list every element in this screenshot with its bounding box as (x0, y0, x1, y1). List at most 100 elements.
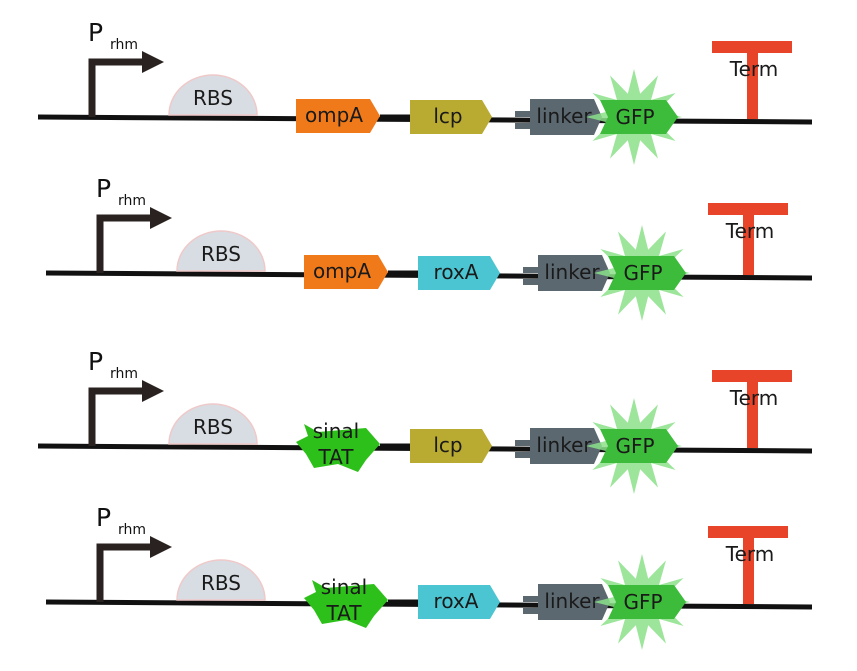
signal-label-line2: TAT (317, 445, 354, 469)
terminator: Term (708, 526, 788, 604)
linker-tab-icon (515, 111, 533, 117)
linker-part: linker (515, 428, 602, 464)
rbs-label: RBS (193, 415, 233, 439)
promoter-subscript: rhm (118, 193, 146, 209)
terminator: Term (708, 203, 788, 275)
linker-tab-icon (515, 440, 533, 446)
terminator-label: Term (729, 386, 778, 410)
terminator-label: Term (729, 57, 778, 81)
signal-peptide: ompA (296, 99, 380, 133)
linker-body-icon (538, 255, 610, 291)
gfp-part: GFP (586, 69, 682, 165)
promoter-subscript: rhm (110, 37, 138, 53)
promoter-arrowhead-icon (142, 380, 164, 402)
promoter-label: P (96, 174, 111, 203)
gfp-label: GFP (623, 261, 662, 285)
terminator-stem-icon (747, 373, 758, 448)
linker-tab-icon (515, 123, 533, 129)
gfp-part: GFP (594, 554, 690, 650)
rbs-dome-icon (168, 403, 258, 445)
rbs: RBS (168, 403, 258, 445)
rbs-label: RBS (193, 86, 233, 110)
promoter-arrow-icon (88, 387, 144, 446)
linker-part: linker (515, 99, 602, 135)
gfp-label: GFP (623, 590, 662, 614)
rbs-dome-icon (176, 230, 266, 272)
signal-peptide: ompA (304, 255, 388, 289)
terminator-stem-icon (743, 206, 754, 275)
signal-label-line1: sinal (321, 575, 367, 599)
promoter-arrow-icon (88, 58, 144, 117)
enzyme-part: lcp (410, 100, 492, 134)
roxA-part-icon (418, 585, 500, 619)
enzyme-part: roxA (418, 256, 500, 290)
rbs: RBS (176, 559, 266, 601)
promoter-arrowhead-icon (150, 207, 172, 229)
roxA-part-icon (418, 256, 500, 290)
linker-part: linker (523, 584, 610, 620)
gfp-part: GFP (586, 398, 682, 494)
promoter-arrowhead-icon (142, 51, 164, 73)
ompA-part-icon (304, 255, 388, 289)
terminator-stem-icon (743, 529, 754, 604)
enzyme-label: lcp (433, 433, 462, 457)
rbs: RBS (176, 230, 266, 272)
enzyme-part: lcp (410, 429, 492, 463)
rbs: RBS (168, 74, 258, 116)
enzyme-label: roxA (434, 589, 479, 613)
gfp-body-icon (608, 585, 686, 619)
linker-label: linker (544, 260, 600, 284)
linker-body-icon (530, 428, 602, 464)
terminator-label: Term (725, 542, 774, 566)
rbs-label: RBS (201, 571, 241, 595)
terminator: Term (712, 370, 792, 448)
linker-tab-icon (523, 608, 541, 614)
gfp-body-icon (600, 100, 678, 134)
linker-part: linker (523, 255, 610, 291)
linker-tab-icon (523, 279, 541, 285)
tat-signal-part-icon (296, 424, 380, 472)
linker-tab-icon (523, 596, 541, 602)
promoter-subscript: rhm (118, 522, 146, 538)
rbs-dome-icon (176, 559, 266, 601)
lcp-part-icon (410, 100, 492, 134)
rbs-label: RBS (201, 242, 241, 266)
promoter-arrowhead-icon (150, 536, 172, 558)
terminator-stem-icon (747, 44, 758, 119)
ompA-part-icon (296, 99, 380, 133)
linker-body-icon (538, 584, 610, 620)
signal-label-line2: TAT (325, 601, 362, 625)
promoter-subscript: rhm (110, 366, 138, 382)
signal-label: ompA (313, 259, 371, 283)
promoter-label: P (96, 503, 111, 532)
linker-body-icon (530, 99, 602, 135)
linker-label: linker (536, 104, 592, 128)
promoter-label: P (88, 347, 103, 376)
terminator-label: Term (725, 219, 774, 243)
gfp-part: GFP (594, 225, 690, 321)
enzyme-label: lcp (433, 104, 462, 128)
enzyme-part: roxA (418, 585, 500, 619)
promoter-arrow-icon (96, 214, 152, 273)
signal-label: ompA (305, 103, 363, 127)
signal-label-line1: sinal (313, 419, 359, 443)
tat-signal-part-icon (304, 580, 388, 628)
gfp-label: GFP (615, 434, 654, 458)
promoter-label: P (88, 18, 103, 47)
gfp-body-icon (608, 256, 686, 290)
gfp-label: GFP (615, 105, 654, 129)
rbs-dome-icon (168, 74, 258, 116)
linker-tab-icon (523, 267, 541, 273)
linker-label: linker (544, 589, 600, 613)
linker-label: linker (536, 433, 592, 457)
